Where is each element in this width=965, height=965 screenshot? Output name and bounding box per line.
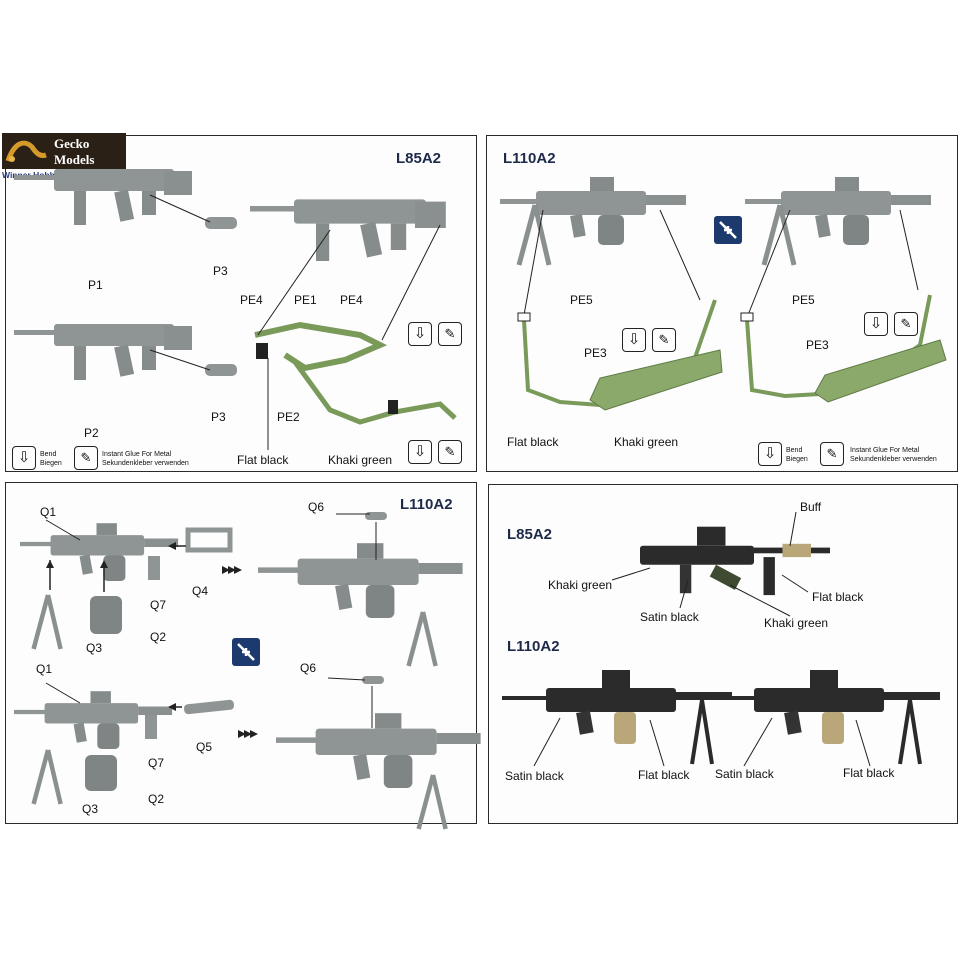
lmg-painted-a bbox=[500, 668, 734, 766]
label-q2: Q2 bbox=[150, 630, 167, 644]
part-p3-top bbox=[205, 217, 237, 229]
sling-l85a2 bbox=[254, 321, 388, 372]
rifle-assembled bbox=[250, 199, 446, 261]
legend-glue: Instant Glue For Metal bbox=[102, 451, 172, 458]
glue-icon: ✎ bbox=[820, 442, 844, 466]
label-khaki-green: Khaki green bbox=[764, 616, 829, 630]
label-q3: Q3 bbox=[86, 641, 103, 655]
rifle-painted bbox=[640, 526, 830, 596]
label-pe4: PE4 bbox=[340, 293, 363, 307]
label-q2: Q2 bbox=[148, 792, 165, 806]
panel-title: L110A2 bbox=[507, 638, 560, 655]
label-pe3: PE3 bbox=[806, 338, 829, 352]
panel-title: L85A2 bbox=[396, 150, 442, 167]
glue-icon: ✎ bbox=[438, 440, 462, 464]
swap-icon bbox=[232, 638, 260, 666]
label-pe5: PE5 bbox=[792, 293, 815, 307]
part-q4 bbox=[185, 527, 233, 553]
lmg-q-a-assembled bbox=[258, 543, 463, 618]
panel-title: L110A2 bbox=[400, 496, 453, 513]
part-q6b bbox=[362, 676, 384, 684]
gecko-models-logo: Gecko Models bbox=[2, 133, 126, 187]
swap-icon bbox=[714, 216, 742, 244]
part-p3-bottom bbox=[205, 364, 237, 376]
part-q6a bbox=[365, 512, 387, 520]
label-pe2: PE2 bbox=[277, 410, 300, 424]
label-flat-black: Flat black bbox=[812, 590, 864, 604]
part-q5 bbox=[184, 699, 234, 715]
label-khaki-green: Khaki green bbox=[614, 435, 679, 449]
lmg-painted-b bbox=[708, 668, 942, 766]
label-q1: Q1 bbox=[40, 505, 57, 519]
legend-glue: Instant Glue For Metal bbox=[850, 447, 920, 454]
glue-icon: ✎ bbox=[438, 322, 462, 346]
label-flat-black: Flat black bbox=[843, 766, 895, 780]
glue-icon: ✎ bbox=[74, 446, 98, 470]
label-q6: Q6 bbox=[300, 661, 317, 675]
bend-icon: ⇩ bbox=[758, 442, 782, 466]
lmg-q-b-assembled bbox=[276, 713, 481, 788]
logo-line1: Gecko bbox=[54, 136, 89, 151]
bipod-q3a bbox=[34, 595, 61, 649]
bend-icon: ⇩ bbox=[408, 322, 432, 346]
rifle-p2 bbox=[14, 324, 192, 380]
drum-q2a bbox=[90, 596, 122, 634]
label-p1: P1 bbox=[88, 278, 103, 292]
label-p2: P2 bbox=[84, 426, 99, 440]
bipod-q3b bbox=[34, 750, 61, 804]
drum-q2b bbox=[85, 755, 117, 791]
label-flat-black: Flat black bbox=[507, 435, 559, 449]
label-q7: Q7 bbox=[148, 756, 165, 770]
label-q5: Q5 bbox=[196, 740, 213, 754]
label-pe4: PE4 bbox=[240, 293, 263, 307]
label-buff: Buff bbox=[800, 500, 822, 514]
bend-icon: ⇩ bbox=[408, 440, 432, 464]
label-pe5: PE5 bbox=[570, 293, 593, 307]
glue-icon: ✎ bbox=[894, 312, 918, 336]
label-q6: Q6 bbox=[308, 500, 325, 514]
label-p3: P3 bbox=[213, 264, 228, 278]
legend-bend: Bend bbox=[786, 447, 803, 454]
arrow-icon bbox=[222, 566, 258, 738]
rifle-p1 bbox=[14, 169, 192, 225]
label-p3: P3 bbox=[211, 410, 226, 424]
label-pe3: PE3 bbox=[584, 346, 607, 360]
logo-line2: Models bbox=[54, 152, 94, 167]
label-flat-black: Flat black bbox=[237, 453, 289, 467]
legend-glue-de: Sekundenkleber verwenden bbox=[850, 456, 937, 463]
legend-bend: Bend bbox=[40, 451, 57, 458]
label-satin-black: Satin black bbox=[505, 769, 564, 783]
panel-title: L85A2 bbox=[507, 526, 553, 543]
bend-icon: ⇩ bbox=[864, 312, 888, 336]
panel-title: L110A2 bbox=[503, 150, 556, 167]
label-satin-black: Satin black bbox=[640, 610, 699, 624]
legend-biegen: Biegen bbox=[40, 460, 62, 467]
bend-icon: ⇩ bbox=[622, 328, 646, 352]
label-khaki-green: Khaki green bbox=[328, 453, 393, 467]
label-satin-black: Satin black bbox=[715, 767, 774, 781]
label-flat-black: Flat black bbox=[638, 768, 690, 782]
label-q3: Q3 bbox=[82, 802, 99, 816]
label-khaki-green: Khaki green bbox=[548, 578, 613, 592]
glue-icon: ✎ bbox=[652, 328, 676, 352]
legend-biegen: Biegen bbox=[786, 456, 808, 463]
label-q4: Q4 bbox=[192, 584, 209, 598]
bend-icon: ⇩ bbox=[12, 446, 36, 470]
label-pe1: PE1 bbox=[294, 293, 317, 307]
legend-glue-de: Sekundenkleber verwenden bbox=[102, 460, 189, 467]
label-q7: Q7 bbox=[150, 598, 167, 612]
label-q1: Q1 bbox=[36, 662, 53, 676]
